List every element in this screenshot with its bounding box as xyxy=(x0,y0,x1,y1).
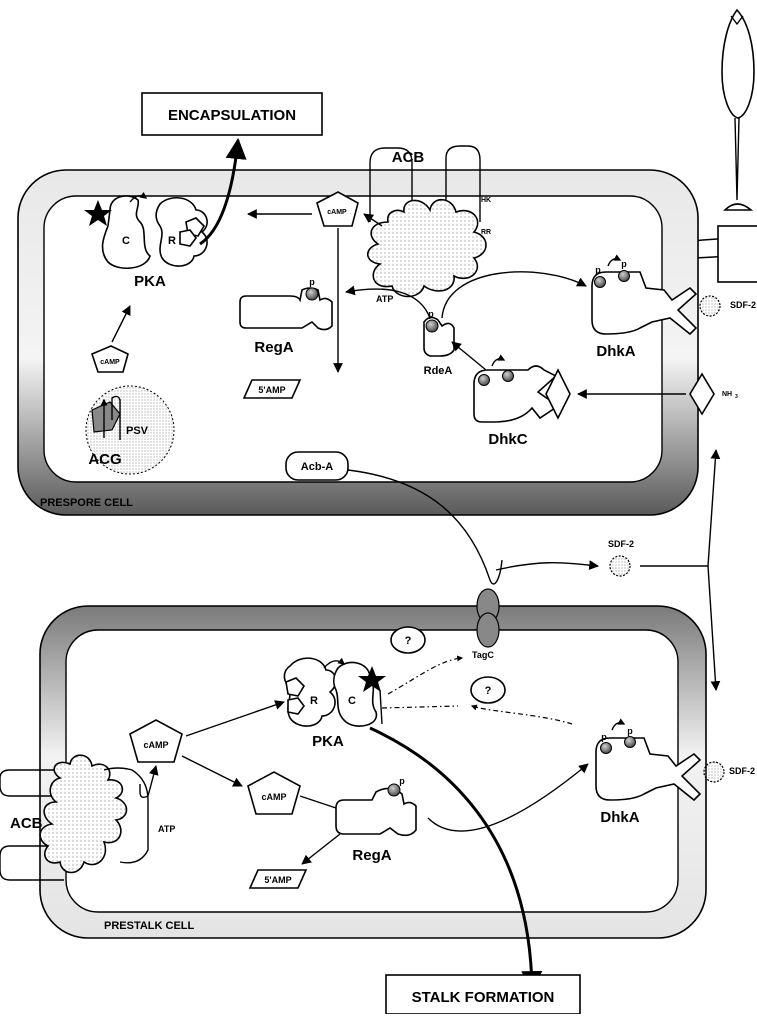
dhka-bottom-label: DhkA xyxy=(600,809,639,826)
tagc-label: TagC xyxy=(472,650,494,660)
stalk-formation-label: STALK FORMATION xyxy=(412,989,555,1006)
dhkc-label: DhkC xyxy=(488,431,527,448)
encapsulation-label: ENCAPSULATION xyxy=(168,107,296,124)
atp-bottom-label: ATP xyxy=(158,824,175,834)
sdf2-top-ligand xyxy=(699,295,721,317)
sdf2-bottom-ligand xyxy=(703,761,725,783)
acb-bottom-label: ACB xyxy=(10,815,43,832)
dhka-top-label: DhkA xyxy=(596,343,635,360)
hk-label: HK xyxy=(481,197,491,204)
prestalk-cell-label: PRESTALK CELL xyxy=(104,920,195,932)
pka-top-c: C xyxy=(122,235,130,247)
camp-bottom-2: cAMP xyxy=(247,771,301,815)
rr-label: RR xyxy=(481,229,491,236)
rega-top: p RegA xyxy=(239,277,333,356)
pka-bottom-r: R xyxy=(310,695,318,707)
pka-top: C R PKA xyxy=(84,191,208,290)
five-amp-top-label: 5'AMP xyxy=(258,385,285,395)
rdea-p: p xyxy=(428,309,434,319)
sdf2-bottom-label: SDF-2 xyxy=(729,766,755,776)
sdf2-middle: SDF-2 xyxy=(608,539,634,577)
acg-label: ACG xyxy=(88,451,121,468)
tagc: ? TagC ? xyxy=(390,626,506,704)
camp-bottom-1: cAMP xyxy=(129,719,183,763)
dhka-top: p p DhkA xyxy=(591,254,698,360)
camp-acg: cAMP xyxy=(91,345,129,373)
nh3-ligand: NH 3 xyxy=(689,372,738,416)
inhibition-bar xyxy=(379,689,383,725)
rega-bottom-label: RegA xyxy=(352,847,391,864)
camp-acg-label: cAMP xyxy=(100,359,120,366)
pka-bottom-label: PKA xyxy=(312,733,344,750)
acb-receptor-top: ACB HK RR ATP xyxy=(366,145,491,304)
inhibition-line xyxy=(381,705,459,709)
prestalk-cell: PRESTALK CELL xyxy=(39,605,707,939)
question-2: ? xyxy=(485,685,492,697)
dhkc: DhkC xyxy=(473,354,560,448)
dhka-bottom-p2: p xyxy=(627,726,633,736)
encapsulation-box: ENCAPSULATION xyxy=(141,92,323,136)
dhkc-ligand-diamond xyxy=(545,368,571,420)
camp-top: cAMP xyxy=(316,191,359,227)
pka-top-label: PKA xyxy=(134,273,166,290)
question-1: ? xyxy=(405,635,412,647)
camp-bottom-1-label: cAMP xyxy=(143,740,168,750)
acb-receptor-bottom: ACB ATP xyxy=(0,754,175,881)
acb-top-label: ACB xyxy=(392,149,425,166)
rega-top-label: RegA xyxy=(254,339,293,356)
nh3-label: NH xyxy=(722,391,732,398)
five-amp-top: 5'AMP xyxy=(242,379,302,399)
pka-top-r: R xyxy=(168,235,176,247)
rega-bottom-p: p xyxy=(399,776,405,786)
five-amp-bottom-label: 5'AMP xyxy=(264,875,291,885)
prespore-arrows xyxy=(111,137,721,691)
acb-a: Acb-A xyxy=(285,451,349,481)
acg-psv: PSV ACG xyxy=(85,385,175,475)
prestalk-arrows xyxy=(139,700,589,993)
five-amp-bottom: 5'AMP xyxy=(248,869,308,889)
prespore-cell-label: PRESPORE CELL xyxy=(40,497,133,509)
sdf2-middle-label: SDF-2 xyxy=(608,539,634,549)
rega-bottom: p RegA xyxy=(335,776,417,864)
dhka-top-p1: p xyxy=(595,265,601,275)
channel xyxy=(476,588,500,648)
nh3-sub: 3 xyxy=(735,394,738,400)
pka-bottom-c: C xyxy=(348,695,356,707)
camp-top-label: cAMP xyxy=(327,209,347,216)
dhka-bottom-p1: p xyxy=(601,732,607,742)
rega-top-p: p xyxy=(309,277,315,287)
camp-bottom-2-label: cAMP xyxy=(261,792,286,802)
pka-bottom: R C PKA xyxy=(283,657,386,750)
tagc-arrow xyxy=(387,655,464,695)
psv-label: PSV xyxy=(126,425,149,437)
rdea-label: RdeA xyxy=(424,365,453,377)
dhka-top-p2: p xyxy=(621,259,627,269)
acba-label: Acb-A xyxy=(301,461,333,473)
sdf2-top-label: SDF-2 xyxy=(730,300,756,310)
dhka-bottom: p p DhkA xyxy=(595,718,702,826)
atp-top-label: ATP xyxy=(376,294,393,304)
stalk-formation-box: STALK FORMATION xyxy=(385,974,581,1015)
